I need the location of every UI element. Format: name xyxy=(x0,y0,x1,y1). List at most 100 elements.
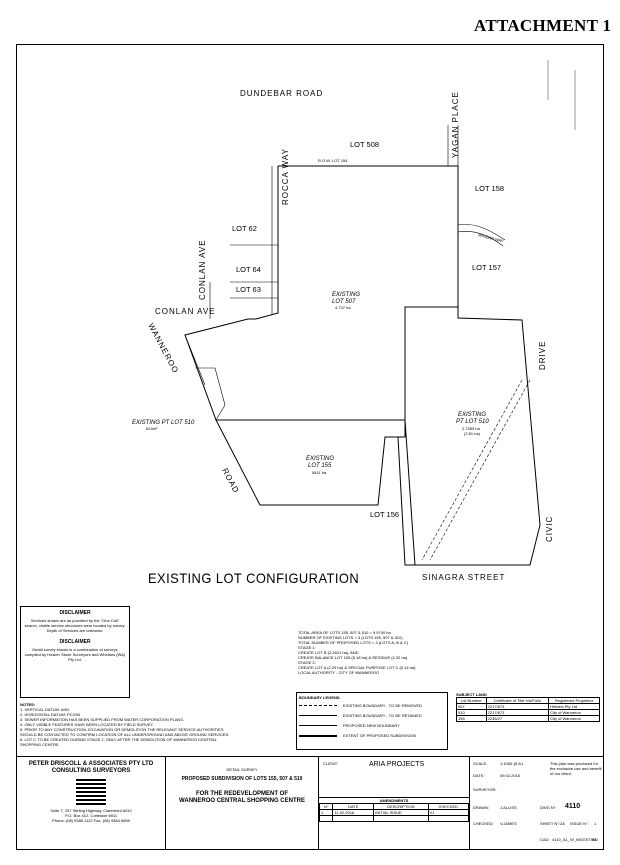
firm-address: Suite 7, 257 Stirling Highway, Claremont… xyxy=(50,808,132,813)
area-line-9: LOCAL AUTHORITY - CITY OF WANNEROO xyxy=(298,670,380,675)
easement-line xyxy=(429,379,531,561)
sheet-size: A1 xyxy=(592,837,597,842)
rocca-way-label: ROCCA WAY xyxy=(281,148,290,205)
road-label: ROAD xyxy=(220,467,241,495)
yagan-place-label: YAGAN PLACE xyxy=(451,91,460,158)
lot-507-area: 4.737 ha xyxy=(335,305,351,310)
lot-155-boundary xyxy=(215,419,406,506)
attachment-heading: ATTACHMENT 1 xyxy=(474,16,612,35)
note-5: 5. PRIOR TO ANY CONSTRUCTION, EXCAVATION… xyxy=(20,727,230,737)
note-3: 3. SEWER INFORMATION HAS BEEN SUPPLIED F… xyxy=(20,717,185,722)
lot-157-label: LOT 157 xyxy=(472,263,501,272)
area-line-8: CREATE LOT A (2.29 ha) & SPECIAL PURPOSE… xyxy=(298,665,416,670)
lot-63-label: LOT 63 xyxy=(236,285,261,294)
lot-155-area: 5811 ha xyxy=(312,470,327,475)
windan-way-line xyxy=(457,224,506,241)
subject-land-heading: SUBJECT LAND xyxy=(456,692,487,697)
client-block: CLIENT: ARIA PROJECTS AMENDMENTS N° DATE… xyxy=(318,757,470,849)
area-line-5: CREATE LOT B (2.2621 ha), AND xyxy=(298,650,359,655)
date-label: DATE: xyxy=(473,773,485,778)
firm-subtitle: CONSULTING SURVEYORS xyxy=(51,768,131,774)
subject-header: Certificate of Title Vol/Folio xyxy=(485,697,550,704)
disclaimer-text-2: Detail survey shown is a combination of … xyxy=(24,647,126,662)
exclusive-use-note: This plan was produced for the exclusive… xyxy=(550,761,602,776)
client-name: ARIA PROJECTS xyxy=(369,761,425,768)
boundary-legend: BOUNDARY LEGEND EXISTING BOUNDARY - TO B… xyxy=(296,692,448,750)
title-block: PETER DRISCOLL & ASSOCIATES PTY LTD CONS… xyxy=(16,756,604,850)
firm-name: PETER DRISCOLL & ASSOCIATES PTY LTD xyxy=(28,761,154,767)
note-4: 4. ONLY VISIBLE FEATURES HAVE BEEN LOCAT… xyxy=(20,722,154,727)
lot-155-existing: EXISTING xyxy=(306,456,334,462)
drawing-info-block: SCALE: 1:1000 @ A1 DATE: 09.02.2016 This… xyxy=(470,757,603,849)
area-line-3: TOTAL NUMBER OF PROPOSED LOTS = 3 (LOTS … xyxy=(298,640,409,645)
client-label: CLIENT: xyxy=(323,761,338,766)
legend-swatch-new xyxy=(299,725,337,726)
lot-62-label: LOT 62 xyxy=(232,224,257,233)
windan-way-label: WINDAN WAY xyxy=(478,232,505,244)
project-block: DETAIL SURVEY PROPOSED SUBDIVISION OF LO… xyxy=(166,757,319,849)
easement-line-2 xyxy=(421,379,523,561)
note-6: 6. LOT C TO BE CREATED DURING STAGE 2, O… xyxy=(20,737,217,747)
drawn-value: J.ALLISS xyxy=(500,805,517,810)
firm-po-box: P.O. Box 412, Cottesloe 6911 xyxy=(64,813,118,818)
issue-value: 1 xyxy=(594,821,597,826)
legend-swatch-removed xyxy=(299,705,337,706)
date-value: 09.02.2016 xyxy=(500,773,521,778)
detail-survey: DETAIL SURVEY xyxy=(226,767,258,772)
subject-header: Registered Proprietor xyxy=(548,697,600,704)
dwg-value: 4110 xyxy=(565,803,581,810)
legend-label: EXISTING BOUNDARY - TO BE RETAINED xyxy=(343,713,422,718)
drawn-label: DRAWN: xyxy=(473,805,490,810)
amendments: AMENDMENTS N° DATE DESCRIPTION CHECKED 1… xyxy=(318,797,470,822)
legend-heading: BOUNDARY LEGEND xyxy=(299,695,340,700)
subject-cell: City of Wanneroo xyxy=(548,715,600,722)
scale-label: SCALE: xyxy=(473,761,488,766)
legend-label: PROPOSED NEW BOUNDARY xyxy=(343,723,400,728)
wanneroo-label: WANNEROO xyxy=(146,322,180,375)
area-line-4: STAGE 1: xyxy=(298,645,316,650)
checked-value: V.JAMES xyxy=(500,821,517,826)
lot-510-west-label: EXISTING PT LOT 510 xyxy=(132,420,195,426)
lot-510-boundary xyxy=(404,307,541,566)
subject-header: Lot Number xyxy=(456,697,487,704)
lot-158-label: LOT 158 xyxy=(475,184,504,193)
plan-title: EXISTING LOT CONFIGURATION xyxy=(148,570,360,586)
legend-row: PROPOSED NEW BOUNDARY xyxy=(299,723,445,728)
dundebar-road-label: DUNDEBAR ROAD xyxy=(240,89,323,98)
lot-510-name: PT LOT 510 xyxy=(456,419,489,425)
lot-156-boundary xyxy=(385,436,415,566)
conlan-ave-label: CONLAN AVE xyxy=(198,239,207,300)
lot-156-label: LOT 156 xyxy=(370,510,399,519)
legend-row: EXTENT OF PROPOSED SUBDIVISION xyxy=(299,733,445,738)
row-label: R.O.W. LOT 154 xyxy=(318,158,348,163)
drive-label: DRIVE xyxy=(538,341,547,370)
subject-land-table: Lot Number Certificate of Title Vol/Foli… xyxy=(456,697,600,722)
lot-507-boundary xyxy=(184,165,459,421)
lot-508-label: LOT 508 xyxy=(350,140,379,149)
area-line-1: TOTAL AREA OF LOTS 155, 507 & 510 = 9.97… xyxy=(298,630,391,635)
wanneroo-road-line xyxy=(184,334,206,386)
cad-value: 4110_A1_W_WDGSTING xyxy=(552,837,598,842)
dwg-label: DWG N°: xyxy=(540,805,557,810)
lot-155-name: LOT 155 xyxy=(308,463,332,469)
issue-label: ISSUE N°: xyxy=(570,821,589,826)
lot-507-name: LOT 507 xyxy=(332,299,356,305)
disclaimer-text: Services shown are as provided by the "O… xyxy=(24,618,126,633)
legend-swatch-retained xyxy=(299,715,337,716)
lot-510-west-area: 824m² xyxy=(146,426,158,431)
amendments-heading: AMENDMENTS xyxy=(319,797,469,803)
legend-row: EXISTING BOUNDARY - TO BE REMOVED xyxy=(299,703,445,708)
note-2: 2. HORIZONTAL DATUM: PCG94 xyxy=(20,712,81,717)
lot-510-area-2: (2.81 ha) xyxy=(464,431,481,436)
subject-land: SUBJECT LAND Lot Number Certificate of T… xyxy=(456,692,600,722)
sheet-label: SHEET N°: xyxy=(540,821,560,826)
legend-label: EXISTING BOUNDARY - TO BE REMOVED xyxy=(343,703,423,708)
sinagra-street-label: SINAGRA STREET xyxy=(422,573,505,582)
subject-cell: 155 xyxy=(456,715,487,722)
legend-swatch-extent xyxy=(299,734,337,737)
note-1: 1. VERTICAL DATUM: AHD xyxy=(20,707,70,712)
firm-phone: Phone: (08) 9385 1122 Fax: (08) 9384 665… xyxy=(52,818,130,823)
redevelopment-line-1: FOR THE REDEVELOPMENT OF xyxy=(195,791,288,797)
sheet-value: 2A xyxy=(560,821,565,826)
